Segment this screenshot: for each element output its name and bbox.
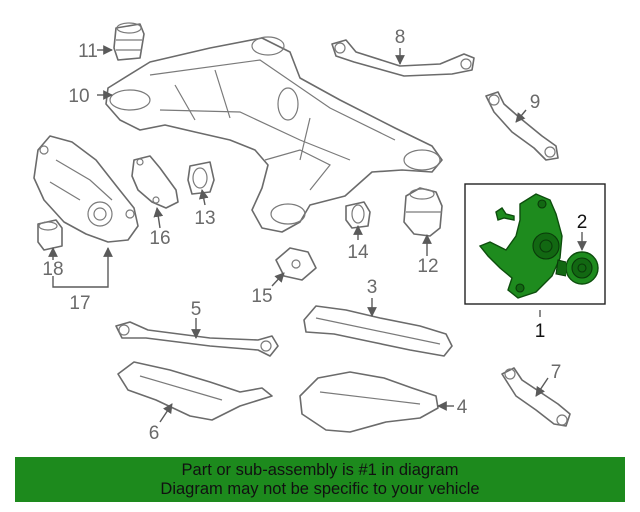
link-5[interactable] (115, 321, 279, 357)
callout-1[interactable]: 1 (535, 321, 546, 342)
callout-12[interactable]: 12 (417, 256, 438, 277)
leader-lines (48, 45, 587, 423)
control-arm-9[interactable] (485, 91, 559, 161)
callout-7[interactable]: 7 (551, 362, 562, 383)
callout-8[interactable]: 8 (395, 27, 406, 48)
bushing-13[interactable] (187, 161, 215, 195)
callout-16[interactable]: 16 (149, 228, 170, 249)
callout-3[interactable]: 3 (367, 277, 378, 298)
banner-line-1: Part or sub-assembly is #1 in diagram (181, 461, 459, 479)
callout-10[interactable]: 10 (68, 86, 89, 107)
callout-5[interactable]: 5 (191, 299, 202, 320)
control-arm-3[interactable] (303, 305, 453, 357)
parts-diagram: 1 2 3 4 5 6 7 8 9 10 11 12 13 14 15 16 1… (33, 22, 606, 444)
bushing-14[interactable] (345, 201, 371, 229)
mount-12[interactable] (403, 187, 443, 237)
assembly-highlight-box (464, 183, 606, 305)
callout-labels: 1 2 3 4 5 6 7 8 9 10 11 12 13 14 15 16 1… (42, 27, 587, 444)
callout-4[interactable]: 4 (457, 397, 468, 418)
callout-2[interactable]: 2 (577, 212, 588, 233)
callout-9[interactable]: 9 (530, 92, 541, 113)
callout-11[interactable]: 11 (78, 41, 98, 62)
control-arm-7[interactable] (501, 367, 571, 427)
callout-15[interactable]: 15 (251, 286, 272, 307)
callout-13[interactable]: 13 (194, 208, 215, 229)
callout-6[interactable]: 6 (149, 423, 160, 444)
banner-line-2: Diagram may not be specific to your vehi… (160, 480, 480, 498)
callout-14[interactable]: 14 (347, 242, 369, 263)
hub-bearing-part-2[interactable] (555, 251, 599, 285)
cover-4[interactable] (299, 371, 439, 433)
control-arm-8[interactable] (331, 39, 475, 77)
bracket-16[interactable] (131, 155, 179, 209)
shield-6[interactable] (117, 361, 273, 421)
carrier-bracket-17[interactable] (33, 135, 139, 243)
knuckle-part-1[interactable] (478, 193, 563, 299)
bushing-18[interactable] (37, 219, 63, 251)
callout-17[interactable]: 17 (69, 293, 90, 314)
mount-bushing-11[interactable] (113, 22, 145, 61)
info-banner: Part or sub-assembly is #1 in diagram Di… (15, 457, 625, 502)
subframe-part[interactable] (105, 36, 443, 233)
callout-18[interactable]: 18 (42, 259, 63, 280)
bolt-part[interactable] (495, 207, 515, 221)
